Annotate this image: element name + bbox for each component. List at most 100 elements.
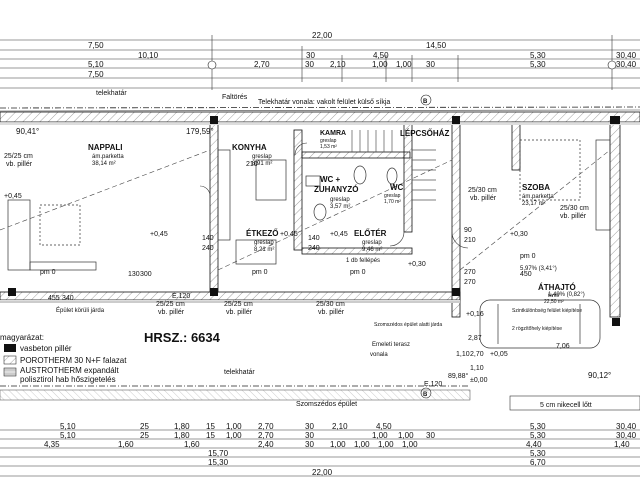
dim-bottom: 2,70 bbox=[258, 431, 274, 440]
dim-top: 30,40 bbox=[616, 60, 637, 69]
dim-top: 2,70 bbox=[254, 60, 270, 69]
telekhatar-bottom: telekhatár bbox=[224, 369, 255, 376]
dim-bottom: 6,70 bbox=[530, 458, 546, 467]
dim-bottom: 30,40 bbox=[616, 422, 637, 431]
room-kamra: KAMRA greslap 1,53 m² bbox=[320, 130, 346, 150]
room-eloter: ELŐTÉR greslap 9,46 m² bbox=[354, 229, 387, 253]
slope-1: 5,97% (3,41°) bbox=[520, 266, 557, 272]
dim-top: 2,10 bbox=[330, 60, 346, 69]
room-floor: greslap bbox=[384, 193, 401, 199]
dim: 1,10 bbox=[456, 351, 470, 358]
emeleti: Emeleti terasz bbox=[372, 342, 410, 348]
dim-top: 10,10 bbox=[138, 51, 159, 60]
nikecell-box bbox=[509, 395, 640, 411]
room-name: SZOBA bbox=[522, 183, 550, 192]
pillars bbox=[8, 116, 620, 326]
pillar-label: vb. pillér bbox=[560, 213, 587, 220]
dim-bottom: 4,40 bbox=[526, 440, 542, 449]
pillar-size: 25/30 cm bbox=[560, 205, 589, 212]
dim: 2,87 bbox=[468, 335, 482, 342]
room-floor: greslap bbox=[252, 154, 272, 160]
legend-item: POROTHERM 30 N+F falazat bbox=[20, 356, 127, 365]
room-floor: ám.parketta bbox=[522, 194, 554, 200]
dim-bottom: 1,00 bbox=[330, 440, 346, 449]
pm0: pm 0 bbox=[520, 253, 536, 260]
bottom-dims-text: 5,10 25 1,80 15 1,00 2,70 30 2,10 4,50 5… bbox=[44, 422, 637, 477]
room-area: 8,91 m² bbox=[252, 161, 272, 167]
dim-bottom: 1,00 bbox=[226, 431, 242, 440]
dim-bottom: 1,00 bbox=[398, 431, 414, 440]
room-area: 3,57 m² bbox=[330, 204, 350, 210]
level: +0,45 bbox=[280, 231, 298, 238]
boundary-line-2 bbox=[0, 109, 640, 112]
cut-label: B bbox=[423, 99, 428, 105]
room-name: ÉTKEZŐ bbox=[246, 229, 278, 238]
legend-swatch-insulation bbox=[3, 367, 17, 377]
dim-bottom: 4,35 bbox=[44, 440, 60, 449]
legend-title: magyarázat: bbox=[0, 333, 44, 342]
dim-bottom: 1,40 bbox=[614, 440, 630, 449]
pm0: pm 0 bbox=[350, 269, 366, 276]
vonala: vonala bbox=[370, 352, 388, 358]
dim-bottom: 25 bbox=[140, 422, 149, 431]
dim: 90 bbox=[464, 227, 472, 234]
room-area: 8,21 m² bbox=[254, 247, 274, 253]
dim-top: 7,50 bbox=[88, 41, 104, 50]
legend: magyarázat: vasbeton pillér POROTHERM 30… bbox=[0, 333, 127, 384]
dim-bottom: 1,80 bbox=[174, 431, 190, 440]
insulation-top bbox=[0, 122, 640, 125]
room-floor: greslap bbox=[330, 197, 350, 203]
dim: 270 bbox=[464, 269, 476, 276]
dim: 140 bbox=[308, 235, 320, 242]
room-name: ELŐTÉR bbox=[354, 229, 387, 238]
dim-bottom: 30 bbox=[426, 431, 435, 440]
dim-bottom: 1,80 bbox=[174, 422, 190, 431]
furniture bbox=[7, 130, 611, 349]
szomszed-label: Szomszédos épület bbox=[296, 401, 357, 408]
room-name-2: ZUHANYZÓ bbox=[314, 185, 358, 194]
dim: 130 bbox=[128, 271, 140, 278]
dim-top: 7,50 bbox=[88, 70, 104, 79]
stair-note: 1 db fellépés bbox=[346, 258, 380, 264]
pillar-label: vb. pillér bbox=[226, 309, 253, 316]
dim-bottom: 15,70 bbox=[208, 449, 229, 458]
dim: 270 bbox=[464, 279, 476, 286]
dim-bottom: 1,60 bbox=[118, 440, 134, 449]
dim-top: 5,10 bbox=[88, 60, 104, 69]
dim-top: 14,50 bbox=[426, 41, 447, 50]
level: +0,45 bbox=[150, 231, 168, 238]
dim-bottom: 5,30 bbox=[530, 449, 546, 458]
telekhatar-top: telekhatár bbox=[96, 90, 127, 97]
dim-top: 1,00 bbox=[372, 60, 388, 69]
top-dims-text: 22,00 7,50 14,50 10,10 30 4,50 5,30 30,4… bbox=[88, 31, 637, 79]
dim-bottom: 5,30 bbox=[530, 422, 546, 431]
dim: 210 bbox=[464, 237, 476, 244]
dim-bottom: 4,50 bbox=[376, 422, 392, 431]
room-area: 38,14 m² bbox=[92, 161, 116, 167]
room-area: 23,17 m² bbox=[522, 201, 546, 207]
room-floor: térkő bbox=[548, 293, 559, 299]
dim-top: 5,30 bbox=[530, 51, 546, 60]
section-lines bbox=[0, 149, 611, 271]
angle-right: 90,12° bbox=[588, 371, 611, 380]
dim-bottom: 2,10 bbox=[332, 422, 348, 431]
dim-bottom: 5,30 bbox=[530, 431, 546, 440]
dim-total-top: 22,00 bbox=[312, 31, 333, 40]
level: +0,16 bbox=[466, 311, 484, 318]
dim-bottom: 1,00 bbox=[378, 440, 394, 449]
dim: 210 bbox=[246, 161, 258, 168]
room-floor: greslap bbox=[362, 240, 382, 246]
level: +0,30 bbox=[408, 261, 426, 268]
room-name: LÉPCSŐHÁZ bbox=[400, 129, 449, 138]
room-lepcsohaz: LÉPCSŐHÁZ bbox=[400, 129, 449, 138]
esc-note: Szintkülönbség felület kiépítése bbox=[512, 308, 582, 314]
dim-bottom: 1,00 bbox=[372, 431, 388, 440]
room-name: WC bbox=[390, 183, 404, 192]
dim-bottom: 1,00 bbox=[226, 422, 242, 431]
tag-e120: E.120 bbox=[172, 293, 190, 300]
dim: 300 bbox=[140, 271, 152, 278]
dim-top: 30 bbox=[426, 60, 435, 69]
room-name: KONYHA bbox=[232, 143, 267, 152]
dim-top: 30 bbox=[305, 60, 314, 69]
dim: 340 bbox=[62, 295, 74, 302]
